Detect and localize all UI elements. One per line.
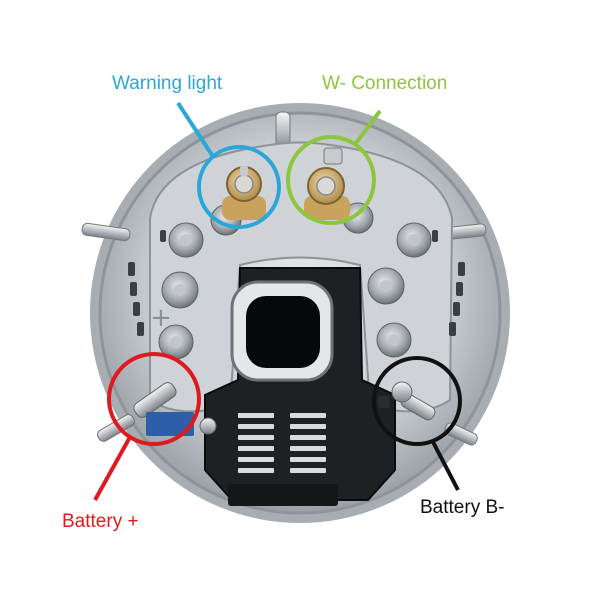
battery-minus-terminal xyxy=(378,381,436,421)
warning-light-callout xyxy=(176,101,281,229)
diodes-right xyxy=(342,202,432,358)
warning-light-terminal xyxy=(222,166,266,220)
battery-plus-label: Battery + xyxy=(62,511,139,532)
vent-slots xyxy=(128,230,465,336)
w-connection-label: W- Connection xyxy=(322,73,448,94)
regulator-heat-fins xyxy=(238,413,326,473)
engraved-plus-mark: + xyxy=(150,303,172,333)
battery-plus-callout xyxy=(93,352,201,501)
battery-plus-terminal xyxy=(133,382,217,436)
battery-minus-label: Battery B- xyxy=(420,497,505,518)
w-connection-callout xyxy=(286,109,382,225)
warning-light-label: Warning light xyxy=(112,73,223,94)
battery-minus-callout xyxy=(372,356,462,491)
w-connection-terminal xyxy=(304,147,350,220)
